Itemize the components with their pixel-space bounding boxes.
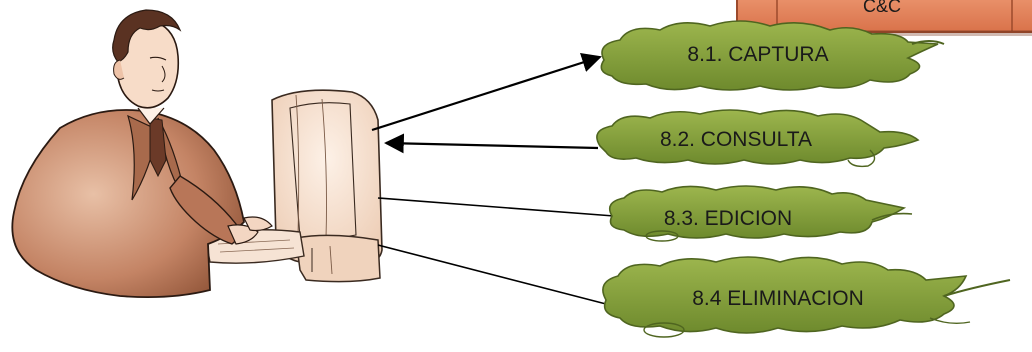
- cloud-edicion-label: 8.3. EDICION: [664, 207, 792, 230]
- arrow-to-captura: [371, 53, 602, 132]
- cloud-edicion[interactable]: 8.3. EDICION: [608, 185, 913, 242]
- line-to-edicion: [377, 197, 615, 217]
- cloud-consulta-label: 8.2. CONSULTA: [660, 128, 812, 151]
- line-to-eliminacion: [377, 244, 607, 305]
- cloud-consulta[interactable]: 8.2. CONSULTA: [596, 109, 920, 168]
- cloud-eliminacion[interactable]: 8.4 ELIMINACION: [602, 256, 1011, 338]
- cloud-captura-label: 8.1. CAPTURA: [687, 43, 828, 66]
- cloud-captura[interactable]: 8.1. CAPTURA: [600, 20, 945, 91]
- arrow-from-consulta: [384, 133, 599, 154]
- header-box-label: C&C: [863, 0, 901, 16]
- connectors: [371, 53, 615, 305]
- businessman-at-computer-icon: [11, 9, 383, 299]
- cloud-eliminacion-label: 8.4 ELIMINACION: [692, 287, 864, 310]
